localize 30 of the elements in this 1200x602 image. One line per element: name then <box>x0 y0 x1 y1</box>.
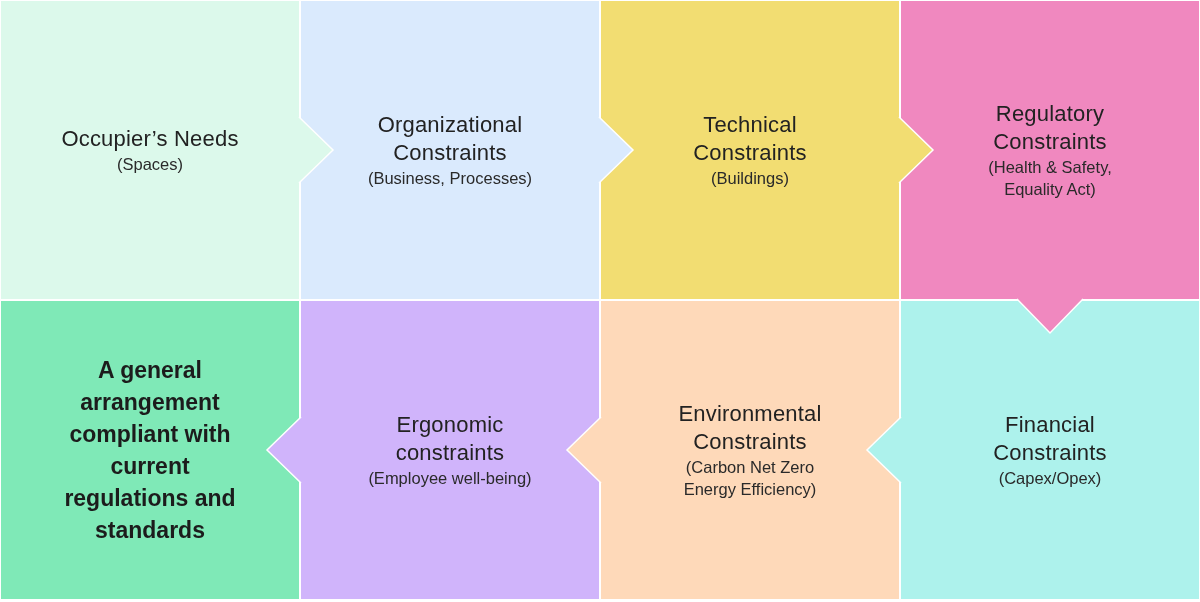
step-title: Occupier’s Needs <box>61 125 239 153</box>
result-tile <box>0 300 300 600</box>
step-subtitle: (Spaces) <box>117 154 183 175</box>
chevron-arrow <box>865 416 902 484</box>
chevron-arrow <box>598 116 635 184</box>
step-subtitle: (Capex/Opex) <box>998 468 1102 489</box>
step-subtitle: (Carbon Net Zero Energy Efficiency) <box>682 457 818 500</box>
chevron-arrow <box>1016 298 1084 335</box>
chevron-arrow <box>265 416 302 484</box>
chevron-arrow <box>565 416 602 484</box>
chevron-arrow <box>898 116 935 184</box>
step-subtitle: (Buildings) <box>711 168 789 189</box>
step-subtitle: (Health & Safety, Equality Act) <box>987 157 1113 200</box>
step-tile <box>300 300 600 600</box>
step-tile <box>900 0 1200 300</box>
step-title: Ergonomic constraints <box>394 411 506 467</box>
step-subtitle: (Employee well-being) <box>368 468 532 489</box>
step-title: Organizational Constraints <box>376 111 524 167</box>
chevron-arrow <box>298 116 335 184</box>
step-subtitle: (Business, Processes) <box>367 168 533 189</box>
step-title: Financial Constraints <box>992 411 1108 467</box>
step-tile <box>900 300 1200 600</box>
result-text: A general arrangement compliant with current regulations and standards <box>63 356 237 545</box>
step-tile <box>300 0 600 300</box>
step-title: Technical Constraints <box>692 111 808 167</box>
step-tile <box>600 0 900 300</box>
step-title: Regulatory Constraints <box>992 100 1108 156</box>
step-tile <box>0 0 300 300</box>
step-title: Environmental Constraints <box>677 400 823 456</box>
step-tile <box>600 300 900 600</box>
